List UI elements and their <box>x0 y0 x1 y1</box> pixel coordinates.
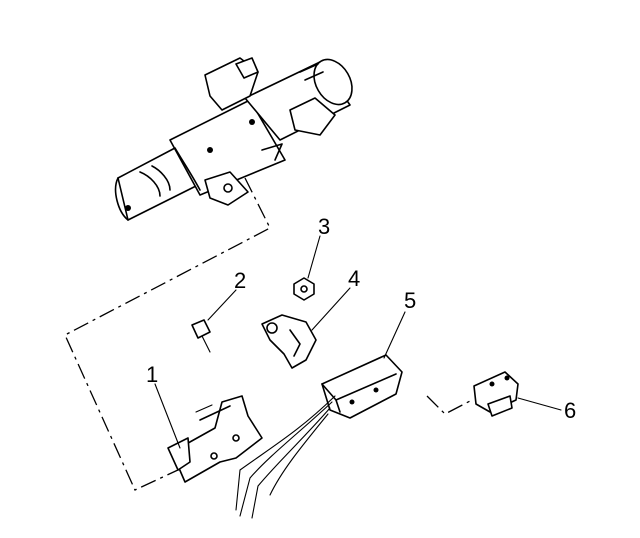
part-1-bracket <box>167 395 263 483</box>
reference-lines <box>64 177 473 491</box>
part-3-nut <box>293 277 315 301</box>
callout-5: 5 <box>404 288 416 313</box>
part-2-screw <box>191 319 211 353</box>
callout-2: 2 <box>234 268 246 293</box>
wire-harness <box>235 395 336 519</box>
callout-3: 3 <box>318 214 330 239</box>
part-4-plate <box>261 314 317 369</box>
steering-column <box>114 57 353 221</box>
callout-1: 1 <box>146 362 158 387</box>
part-5-switch <box>321 354 403 419</box>
part-6-connector <box>473 371 519 417</box>
callout-6: 6 <box>564 398 576 423</box>
leader-lines <box>154 235 562 449</box>
callout-4: 4 <box>348 266 360 291</box>
